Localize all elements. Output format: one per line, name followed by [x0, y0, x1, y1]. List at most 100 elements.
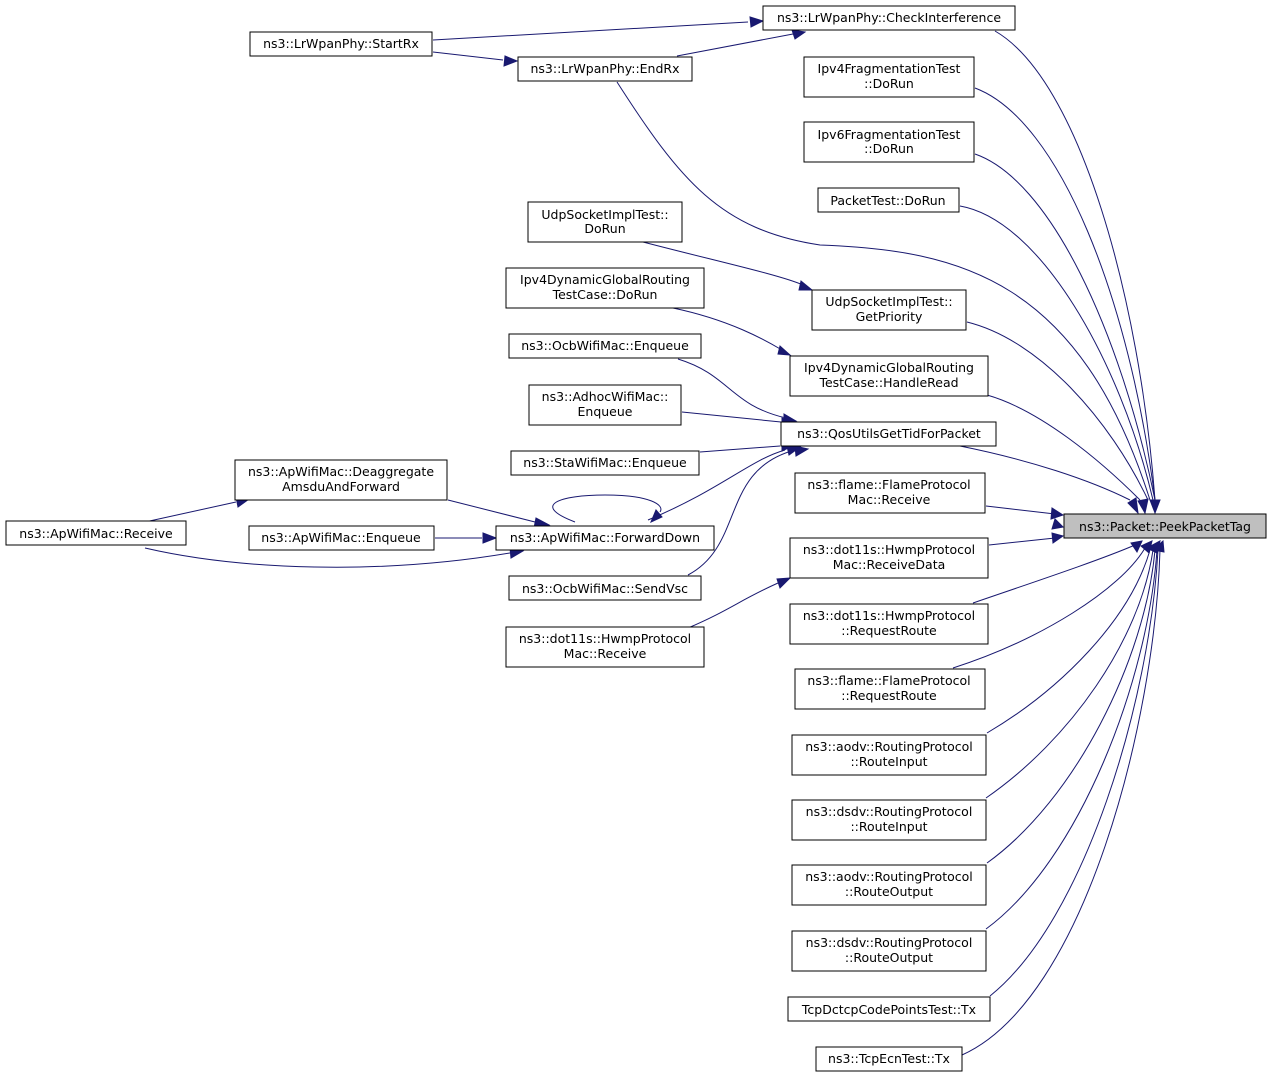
node-label-line-1: ns3::dsdv::RoutingProtocol [806, 935, 973, 950]
node-label: ns3::LrWpanPhy::EndRx [531, 61, 680, 76]
node-udp-socket-impl-test-getpriority[interactable]: UdpSocketImplTest:: GetPriority [811, 289, 967, 331]
node-label-line-2: ::RequestRoute [841, 623, 937, 638]
node-ipv4-dynamic-dorun[interactable]: Ipv4DynamicGlobalRouting TestCase::DoRun [505, 267, 705, 309]
node-label-line-1: ns3::dot11s::HwmpProtocol [519, 631, 691, 646]
node-ap-forward-down[interactable]: ns3::ApWifiMac::ForwardDown [495, 525, 715, 551]
edge-ipv6frag-peekpackettag [974, 153, 1156, 501]
node-label-line-1: ns3::dot11s::HwmpProtocol [803, 608, 975, 623]
edge-qosutils-peekpackettag [959, 445, 1131, 501]
arrowhead-icon [482, 532, 498, 544]
edge-startrx-endrx [432, 51, 504, 61]
node-label-line-1: Ipv4DynamicGlobalRouting [520, 272, 690, 287]
edge-deaggregate-forwarddown [447, 499, 536, 523]
node-ap-receive[interactable]: ns3::ApWifiMac::Receive [5, 520, 187, 546]
node-sta-enqueue[interactable]: ns3::StaWifiMac::Enqueue [510, 450, 700, 476]
node-label-line-2: ::DoRun [864, 141, 914, 156]
node-hwmp-request-route[interactable]: ns3::dot11s::HwmpProtocol ::RequestRoute [789, 603, 989, 645]
node-label-line-2: TestCase::HandleRead [818, 375, 958, 390]
node-flame-request-route[interactable]: ns3::flame::FlameProtocol ::RequestRoute [794, 668, 986, 710]
node-ocb-sendvsc[interactable]: ns3::OcbWifiMac::SendVsc [508, 575, 702, 601]
node-label-line-2: ::RouteInput [850, 754, 927, 769]
nodes: ns3::Packet::PeekPacketTag ns3::LrWpanPh… [5, 5, 1267, 1072]
node-label-line-2: Mac::Receive [848, 492, 931, 507]
node-udp-socket-impl-test-dorun[interactable]: UdpSocketImplTest:: DoRun [527, 201, 683, 243]
node-aodv-route-input[interactable]: ns3::aodv::RoutingProtocol ::RouteInput [791, 734, 987, 776]
node-label: ns3::ApWifiMac::Enqueue [261, 530, 421, 545]
arrowhead-icon [650, 509, 663, 523]
arrowhead-icon [1130, 540, 1143, 554]
arrowhead-icon [794, 445, 810, 457]
node-label: ns3::TcpEcnTest::Tx [828, 1051, 950, 1066]
node-label-line-2: DoRun [584, 221, 625, 236]
edge-endrx-checkinterference [676, 33, 794, 57]
node-label-line-1: Ipv6FragmentationTest [818, 127, 961, 142]
node-label-line-1: ns3::flame::FlameProtocol [807, 673, 970, 688]
edge-hwmprequestroute-peekpackettag [972, 544, 1136, 604]
node-tcp-ecn-tx[interactable]: ns3::TcpEcnTest::Tx [815, 1046, 963, 1072]
node-adhoc-enqueue[interactable]: ns3::AdhocWifiMac:: Enqueue [528, 384, 682, 426]
arrowhead-icon [749, 16, 765, 28]
edge-hwmpreceive-hwmpreceivedata [687, 582, 779, 629]
arrowhead-icon [1137, 498, 1149, 515]
node-label: ns3::OcbWifiMac::SendVsc [522, 581, 688, 596]
arrowhead-icon [791, 29, 807, 40]
node-qos-utils-get-tid[interactable]: ns3::QosUtilsGetTidForPacket [780, 421, 997, 447]
node-flame-mac-receive[interactable]: ns3::flame::FlameProtocol Mac::Receive [794, 472, 986, 514]
node-dsdv-route-input[interactable]: ns3::dsdv::RoutingProtocol ::RouteInput [791, 799, 987, 841]
node-label-line-2: ::RouteOutput [845, 884, 933, 899]
node-label-line-1: ns3::AdhocWifiMac:: [542, 389, 669, 404]
edge-dsdvrouteinput-peekpackettag [985, 549, 1154, 799]
node-ipv4-dynamic-handleread[interactable]: Ipv4DynamicGlobalRouting TestCase::Handl… [789, 355, 989, 397]
node-ipv6-fragmentation-test[interactable]: Ipv6FragmentationTest ::DoRun [803, 121, 975, 163]
edge-staenqueue-qosutils [699, 445, 781, 453]
edge-startrx-checkinterference [432, 21, 749, 41]
edge-ipv4frag-peekpackettag [974, 87, 1156, 501]
edge-packettest-peekpackettag [959, 205, 1154, 501]
node-label: PacketTest::DoRun [830, 193, 945, 208]
node-label-line-2: ::RequestRoute [841, 688, 937, 703]
node-label-line-2: Enqueue [578, 404, 633, 419]
node-ipv4-fragmentation-test[interactable]: Ipv4FragmentationTest ::DoRun [803, 56, 975, 98]
arrowhead-icon [776, 577, 792, 589]
node-ap-deaggregate[interactable]: ns3::ApWifiMac::Deaggregate AmsduAndForw… [234, 459, 448, 501]
node-label-line-1: UdpSocketImplTest:: [825, 294, 952, 309]
node-label: ns3::LrWpanPhy::CheckInterference [777, 10, 1001, 25]
edge-flamerequestroute-peekpackettag [952, 547, 1146, 669]
node-label: ns3::ApWifiMac::ForwardDown [510, 530, 700, 545]
arrowhead-icon [1050, 507, 1065, 520]
node-hwmp-mac-receive-data[interactable]: ns3::dot11s::HwmpProtocol Mac::ReceiveDa… [789, 537, 989, 579]
node-label-line-1: Ipv4FragmentationTest [818, 61, 961, 76]
node-label-line-1: ns3::flame::FlameProtocol [807, 477, 970, 492]
node-label-line-2: ::RouteOutput [845, 950, 933, 965]
node-aodv-route-output[interactable]: ns3::aodv::RoutingProtocol ::RouteOutput [791, 864, 987, 906]
node-label-line-2: GetPriority [856, 309, 923, 324]
edge-checkinterference-peekpackettag [994, 30, 1156, 501]
node-label: ns3::LrWpanPhy::StartRx [263, 36, 419, 51]
node-check-interference[interactable]: ns3::LrWpanPhy::CheckInterference [762, 5, 1016, 31]
node-ocb-enqueue[interactable]: ns3::OcbWifiMac::Enqueue [508, 333, 702, 359]
arrowhead-icon [1051, 518, 1065, 530]
node-label-line-2: Mac::ReceiveData [833, 557, 946, 572]
edge-dsdvrouteoutput-peekpackettag [985, 549, 1158, 930]
node-peek-packet-tag[interactable]: ns3::Packet::PeekPacketTag [1063, 513, 1267, 539]
arrowhead-icon [798, 280, 814, 291]
node-end-rx[interactable]: ns3::LrWpanPhy::EndRx [517, 56, 693, 82]
arrowhead-icon [1151, 539, 1165, 553]
node-label-line-1: Ipv4DynamicGlobalRouting [804, 360, 974, 375]
edges [144, 21, 1161, 1056]
node-label: ns3::StaWifiMac::Enqueue [523, 455, 687, 470]
node-ap-enqueue[interactable]: ns3::ApWifiMac::Enqueue [248, 525, 435, 551]
node-label-line-1: ns3::ApWifiMac::Deaggregate [248, 464, 434, 479]
node-start-rx[interactable]: ns3::LrWpanPhy::StartRx [249, 31, 433, 57]
node-dsdv-route-output[interactable]: ns3::dsdv::RoutingProtocol ::RouteOutput [791, 930, 987, 972]
edge-tcpecn-peekpackettag [961, 549, 1161, 1056]
node-hwmp-mac-receive[interactable]: ns3::dot11s::HwmpProtocol Mac::Receive [505, 626, 705, 668]
edge-udpdorun-getpriority [642, 241, 804, 286]
node-tcp-dctcp-tx[interactable]: TcpDctcpCodePointsTest::Tx [787, 996, 991, 1022]
node-label-line-1: ns3::aodv::RoutingProtocol [805, 739, 973, 754]
node-label-line-1: ns3::aodv::RoutingProtocol [805, 869, 973, 884]
edge-ocbsendvsc-qosutils [687, 449, 796, 576]
node-packet-test[interactable]: PacketTest::DoRun [817, 187, 960, 213]
arrowhead-icon [503, 55, 519, 67]
